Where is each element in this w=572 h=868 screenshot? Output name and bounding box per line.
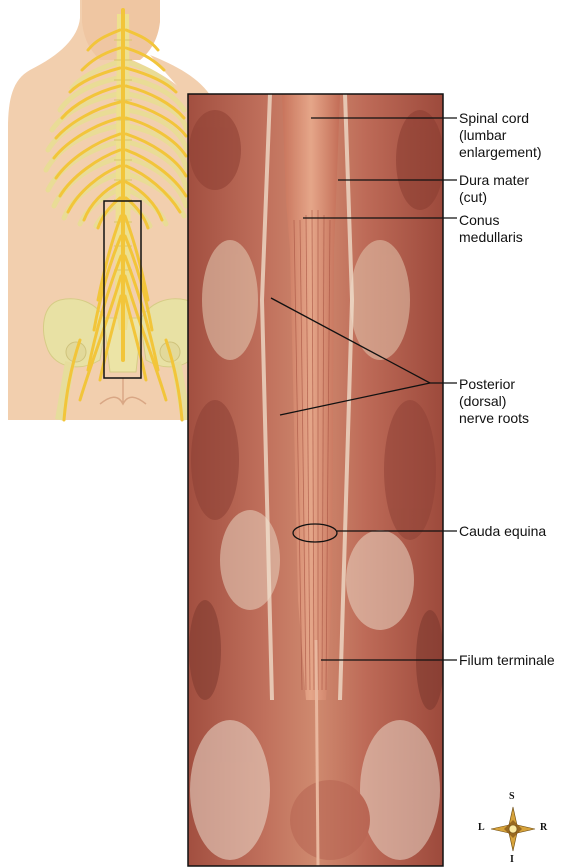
leader-posterior-roots-b: [279, 382, 431, 416]
tissue-texture: [189, 110, 443, 860]
back-illustration: [8, 0, 212, 422]
shoulder-right: [150, 55, 212, 98]
compass-right-label: R: [540, 822, 548, 833]
label-posterior-nerve-roots: Posterior (dorsal) nerve roots: [459, 376, 530, 426]
pelvis: [43, 298, 203, 421]
leader-lines: [270, 117, 457, 661]
compass-superior-label: S: [509, 791, 515, 802]
photo-frame: [187, 93, 444, 867]
dissection-photo: [188, 94, 443, 866]
spinal-nerves: [52, 8, 188, 422]
spinal-cord: [282, 94, 340, 700]
lumbar-region-highlight: [103, 200, 142, 379]
label-spinal-cord: Spinal cord (lumbar enlargement): [459, 110, 542, 160]
label-filum-terminale: Filum terminale: [459, 652, 555, 668]
orientation-compass-icon: [490, 806, 536, 852]
leader-posterior-roots-a: [270, 297, 431, 384]
filum-terminale: [314, 639, 320, 866]
label-conus-medullaris: Conus medullaris: [459, 212, 523, 245]
label-cauda-equina: Cauda equina: [459, 523, 547, 539]
label-dura-mater: Dura mater (cut): [459, 172, 530, 205]
gluteal-cleft: [99, 378, 147, 406]
compass-left-label: L: [478, 822, 485, 833]
dura-mater: [259, 94, 355, 701]
compass-inferior-label: I: [510, 854, 514, 865]
cauda-equina-ring: [292, 523, 338, 543]
cauda-equina-fibers: [293, 209, 331, 691]
